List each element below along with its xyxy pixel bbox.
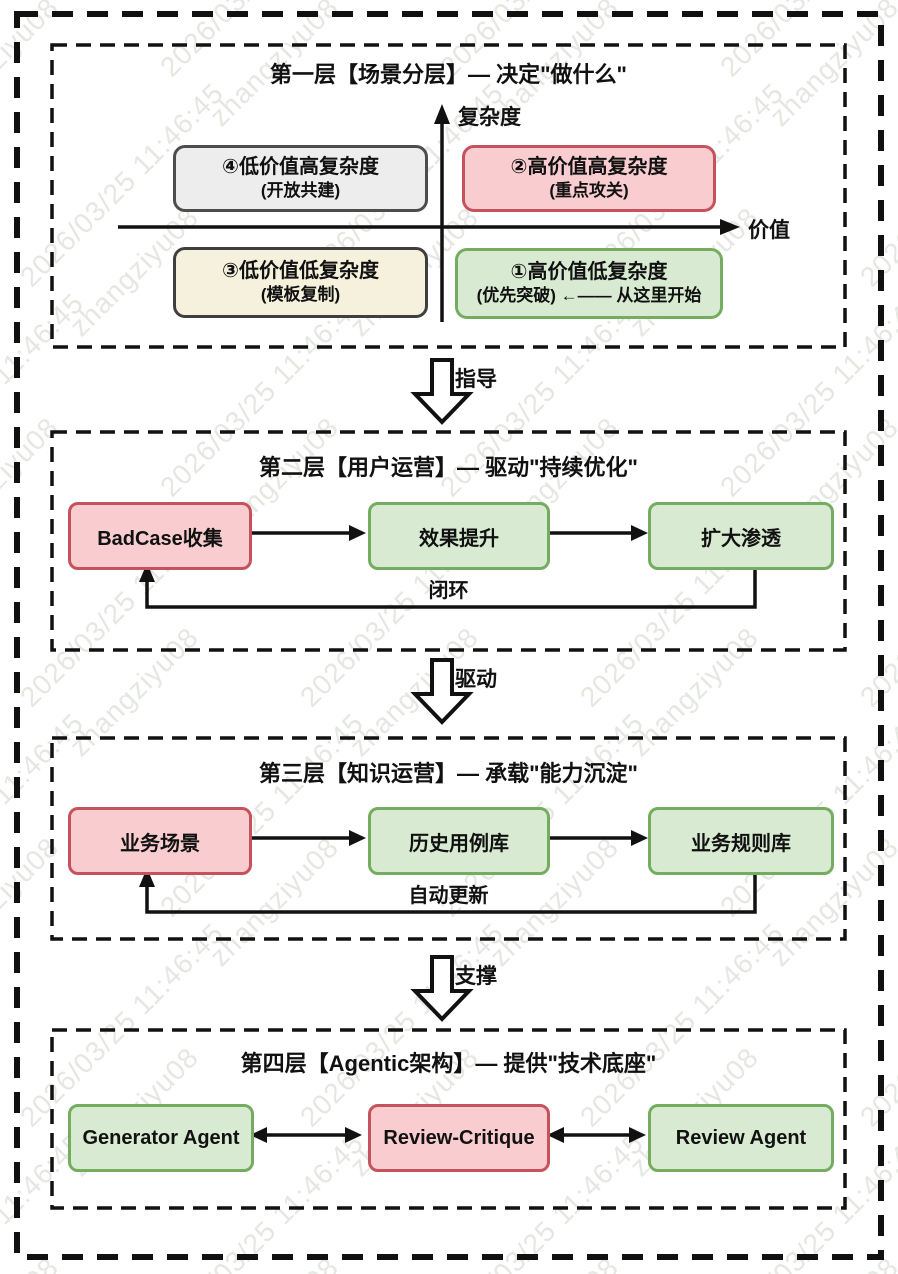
- quadrant-3-title: ③低价值低复杂度: [222, 260, 379, 283]
- badcase-collection-node: BadCase收集: [68, 502, 252, 570]
- complexity-axis: [434, 104, 450, 322]
- quadrant-2-subtitle: (重点攻关): [549, 181, 629, 201]
- guide-connector-label: 指导: [455, 368, 497, 391]
- drive-connector-label: 驱动: [455, 668, 497, 691]
- value-axis-label: 价值: [748, 219, 790, 242]
- closed-loop-label: 闭环: [428, 580, 469, 602]
- generator-agent-node: Generator Agent: [68, 1104, 254, 1172]
- quadrant-2-title: ②高价值高复杂度: [510, 156, 668, 179]
- quadrant-4-box: ④低价值高复杂度 (开放共建): [173, 145, 428, 212]
- complexity-axis-label: 复杂度: [458, 106, 521, 129]
- review-agent-node: Review Agent: [648, 1104, 834, 1172]
- layer3-title: 第三层【知识运营】— 承载"能力沉淀": [259, 761, 638, 786]
- value-axis: [118, 219, 740, 235]
- node-label: BadCase收集: [97, 527, 223, 550]
- business-scenario-node: 业务场景: [68, 807, 252, 875]
- node-label: Review Agent: [675, 1126, 807, 1149]
- node-label: 业务规则库: [691, 832, 791, 855]
- layer1-panel-border: [50, 43, 847, 349]
- layer1-title: 第一层【场景分层】— 决定"做什么": [270, 62, 627, 87]
- quadrant-3-box: ③低价值低复杂度 (模板复制): [173, 247, 428, 318]
- business-rule-library-node: 业务规则库: [648, 807, 834, 875]
- node-label: 历史用例库: [409, 832, 509, 855]
- node-label: Review-Critique: [383, 1126, 535, 1149]
- value-axis-arrowhead-icon: [720, 219, 740, 235]
- support-connector-label: 支撑: [455, 965, 497, 988]
- quadrant-1-subtitle: (优先突破) ←—— 从这里开始: [476, 286, 702, 306]
- layer2-title: 第二层【用户运营】— 驱动"持续优化": [259, 455, 638, 480]
- review-critique-node: Review-Critique: [368, 1104, 550, 1172]
- node-label: 效果提升: [419, 527, 499, 550]
- quadrant-4-subtitle: (开放共建): [260, 181, 341, 201]
- node-label: Generator Agent: [82, 1126, 240, 1149]
- quadrant-1-title: ①高价值低复杂度: [510, 261, 668, 284]
- quadrant-1-box: ①高价值低复杂度 (优先突破) ←—— 从这里开始: [455, 248, 723, 319]
- layer4-title: 第四层【Agentic架构】— 提供"技术底座": [240, 1051, 657, 1076]
- quadrant-3-subtitle: (模板复制): [260, 285, 341, 305]
- historical-case-library-node: 历史用例库: [368, 807, 550, 875]
- auto-update-label: 自动更新: [408, 885, 489, 907]
- node-label: 扩大渗透: [701, 527, 781, 550]
- quadrant-4-title: ④低价值高复杂度: [222, 156, 379, 179]
- complexity-axis-arrowhead-icon: [434, 104, 450, 124]
- effect-improvement-node: 效果提升: [368, 502, 550, 570]
- node-label: 业务场景: [120, 832, 200, 855]
- quadrant-2-box: ②高价值高复杂度 (重点攻关): [462, 145, 716, 212]
- expand-penetration-node: 扩大渗透: [648, 502, 834, 570]
